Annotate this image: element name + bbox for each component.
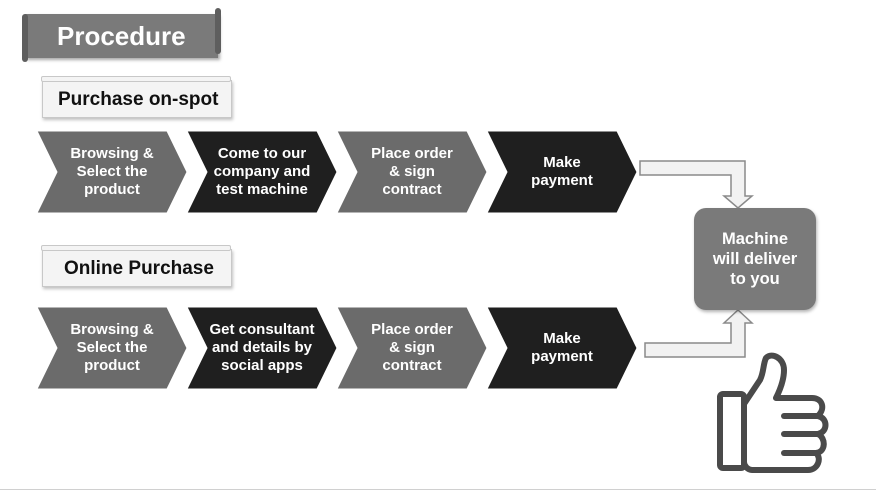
online-chevron-3	[336, 306, 488, 390]
result-text: Machine will deliver to you	[712, 230, 798, 288]
online-chevron-2	[186, 306, 338, 390]
online-step-4-text: Make payment	[531, 330, 593, 365]
online-step-1-text: Browsing & Select the product	[70, 321, 154, 374]
onspot-chevron-4	[486, 130, 638, 214]
online-step-3-text: Place order & sign contract	[371, 321, 453, 374]
result-box: Machine will deliver to you	[694, 208, 816, 310]
online-chevron-4	[486, 306, 638, 390]
onspot-step-2-text: Come to our company and test machine	[213, 145, 311, 198]
onspot-chevron-2	[186, 130, 338, 214]
section-label-online: Online Purchase	[41, 245, 232, 287]
connector-arrow-top	[639, 160, 755, 209]
page-title: Procedure	[57, 21, 186, 51]
onspot-chevron-3	[336, 130, 488, 214]
connector-arrow-bottom	[644, 308, 754, 358]
bottom-divider	[0, 489, 876, 490]
title-banner: Procedure	[22, 8, 221, 62]
onspot-step-1-text: Browsing & Select the product	[70, 145, 154, 198]
onspot-step-4-text: Make payment	[531, 154, 593, 189]
online-step-2-text: Get consultant and details by social app…	[209, 321, 315, 374]
onspot-step-3-text: Place order & sign contract	[371, 145, 453, 198]
section-label-online-text: Online Purchase	[64, 258, 214, 279]
section-label-onspot: Purchase on-spot	[41, 76, 232, 118]
onspot-chevron-1	[36, 130, 188, 214]
section-label-onspot-text: Purchase on-spot	[58, 89, 219, 110]
thumbs-up-icon	[717, 352, 829, 473]
online-chevron-1	[36, 306, 188, 390]
